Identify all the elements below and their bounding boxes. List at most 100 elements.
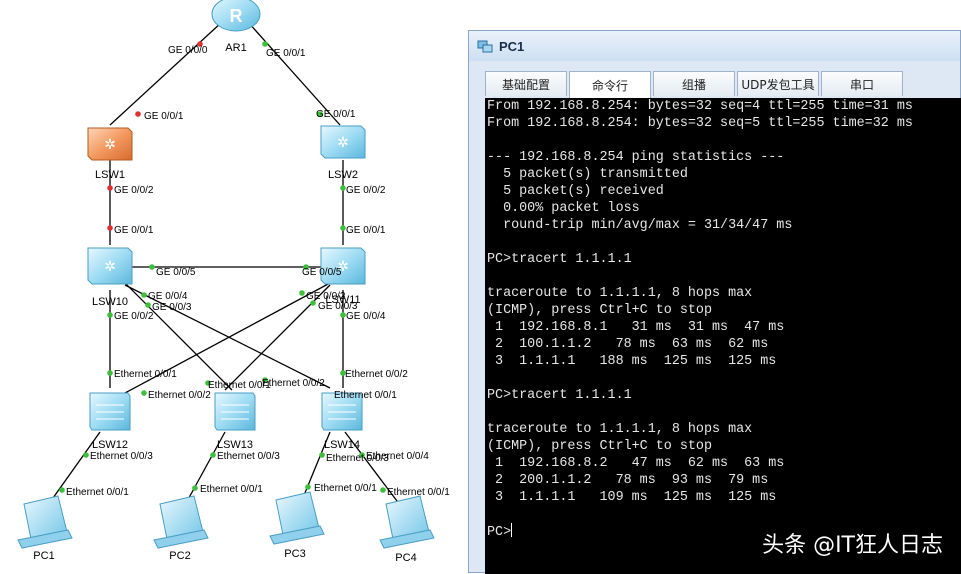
switch-label: LSW2 bbox=[328, 169, 358, 181]
terminal-line bbox=[485, 370, 961, 387]
port-labels: GE 0/0/0 GE 0/0/1 GE 0/0/1 GE 0/0/1 GE 0… bbox=[66, 45, 450, 498]
tab-serial[interactable]: 串口 bbox=[821, 71, 903, 96]
terminal-line bbox=[485, 268, 961, 285]
pc-label: PC1 bbox=[33, 550, 54, 562]
port-label: GE 0/0/3 bbox=[152, 302, 192, 313]
terminal-line: From 192.168.8.254: bytes=32 seq=4 ttl=2… bbox=[487, 99, 913, 114]
port-label: GE 0/0/4 bbox=[346, 311, 386, 322]
svg-text:✲: ✲ bbox=[104, 258, 116, 274]
switch-label: LSW1 bbox=[95, 169, 125, 181]
switch-label: LSW13 bbox=[217, 439, 253, 451]
port-label: Ethernet 0/0/3 bbox=[90, 451, 153, 462]
port-label: GE 0/0/2 bbox=[114, 311, 154, 322]
port-indicators bbox=[59, 41, 386, 493]
svg-text:✲: ✲ bbox=[337, 258, 349, 274]
terminal-line bbox=[485, 234, 961, 251]
terminal-line: (ICMP), press Ctrl+C to stop bbox=[487, 303, 712, 318]
terminal-line: 5 packet(s) received bbox=[487, 184, 664, 199]
window-title: PC1 bbox=[499, 38, 525, 54]
tab-basic-config[interactable]: 基础配置 bbox=[485, 71, 567, 96]
pc-pc4[interactable]: PC4 bbox=[379, 495, 435, 564]
switch-label: LSW12 bbox=[92, 439, 128, 451]
port-label: GE 0/0/1 bbox=[266, 48, 306, 59]
port-label: Ethernet 0/0/1 bbox=[208, 380, 271, 391]
pc-label: PC2 bbox=[169, 550, 190, 562]
pc-terminal-icon bbox=[477, 40, 493, 53]
port-label: GE 0/0/2 bbox=[346, 185, 386, 196]
switch-lsw2[interactable]: ✲ LSW2 bbox=[320, 125, 366, 181]
port-label: Ethernet 0/0/4 bbox=[366, 451, 429, 462]
window-titlebar[interactable]: PC1 bbox=[469, 31, 960, 61]
terminal-line: 2 100.1.1.2 78 ms 63 ms 62 ms bbox=[487, 337, 769, 352]
router-ar1[interactable]: R AR1 bbox=[211, 0, 261, 54]
terminal-line: 0.00% packet loss bbox=[487, 201, 640, 216]
pc-pc3[interactable]: PC3 bbox=[269, 491, 325, 560]
switch-lsw14[interactable]: LSW14 bbox=[321, 392, 363, 451]
terminal-line: 3 1.1.1.1 188 ms 125 ms 125 ms bbox=[487, 354, 777, 369]
terminal-cursor bbox=[511, 523, 513, 537]
port-label: Ethernet 0/0/1 bbox=[200, 484, 263, 495]
terminal-line bbox=[485, 506, 961, 523]
terminal-line: 5 packet(s) transmitted bbox=[487, 167, 688, 182]
pc-pc1[interactable]: PC1 bbox=[17, 495, 73, 562]
port-label: Ethernet 0/0/1 bbox=[387, 487, 450, 498]
switch-lsw13[interactable]: LSW13 bbox=[214, 392, 256, 451]
port-label: Ethernet 0/0/1 bbox=[334, 390, 397, 401]
port-label: GE 0/0/1 bbox=[346, 225, 386, 236]
terminal-line: 1 192.168.8.1 31 ms 31 ms 47 ms bbox=[487, 320, 785, 335]
terminal-line bbox=[485, 404, 961, 421]
port-label: Ethernet 0/0/1 bbox=[114, 369, 177, 380]
switch-lsw10[interactable]: ✲ LSW10 bbox=[87, 247, 133, 308]
terminal-line: (ICMP), press Ctrl+C to stop bbox=[487, 439, 712, 454]
switch-lsw1[interactable]: ✲ LSW1 bbox=[87, 127, 133, 181]
port-label: Ethernet 0/0/3 bbox=[217, 451, 280, 462]
tab-bar: 基础配置 命令行 组播 UDP发包工具 串口 bbox=[485, 71, 905, 98]
terminal-line: --- 192.168.8.254 ping statistics --- bbox=[487, 150, 785, 165]
port-label: Ethernet 0/0/2 bbox=[262, 378, 325, 389]
terminal-output[interactable]: From 192.168.8.254: bytes=32 seq=4 ttl=2… bbox=[485, 98, 961, 574]
tab-udp-tool[interactable]: UDP发包工具 bbox=[737, 71, 819, 96]
pc-label: PC3 bbox=[284, 548, 305, 560]
port-label: Ethernet 0/0/1 bbox=[314, 483, 377, 494]
port-label: GE 0/0/0 bbox=[168, 45, 208, 56]
port-label: GE 0/0/4 bbox=[148, 291, 188, 302]
port-label: Ethernet 0/0/1 bbox=[66, 487, 129, 498]
port-label: GE 0/0/1 bbox=[114, 225, 154, 236]
pc-label: PC4 bbox=[395, 552, 416, 564]
port-label: Ethernet 0/0/3 bbox=[326, 453, 389, 464]
terminal-line: 3 1.1.1.1 109 ms 125 ms 125 ms bbox=[487, 490, 777, 505]
port-label: GE 0/0/2 bbox=[306, 291, 346, 302]
port-label: GE 0/0/5 bbox=[302, 267, 342, 278]
switch-label: LSW10 bbox=[92, 296, 128, 308]
port-label: GE 0/0/3 bbox=[318, 301, 358, 312]
terminal-line: From 192.168.8.254: bytes=32 seq=5 ttl=2… bbox=[487, 116, 913, 131]
terminal-line: 1 192.168.8.2 47 ms 62 ms 63 ms bbox=[487, 456, 785, 471]
pc1-window: PC1 基础配置 命令行 组播 UDP发包工具 串口 From 192.168.… bbox=[468, 30, 961, 574]
tab-command-line[interactable]: 命令行 bbox=[569, 71, 651, 98]
tab-multicast[interactable]: 组播 bbox=[653, 71, 735, 96]
port-label: GE 0/0/5 bbox=[156, 267, 196, 278]
svg-text:✲: ✲ bbox=[337, 134, 349, 150]
switch-lsw11[interactable]: ✲ LSW11 bbox=[320, 247, 366, 306]
port-label: Ethernet 0/0/2 bbox=[148, 390, 211, 401]
switch-label: LSW11 bbox=[325, 294, 360, 306]
pc-pc2[interactable]: PC2 bbox=[153, 495, 209, 562]
port-label: GE 0/0/2 bbox=[114, 185, 154, 196]
port-label: GE 0/0/1 bbox=[316, 109, 356, 120]
terminal-line: traceroute to 1.1.1.1, 8 hops max bbox=[487, 286, 753, 301]
switch-lsw12[interactable]: LSW12 bbox=[89, 392, 131, 451]
network-topology: R AR1 ✲ LSW1 ✲ LSW2 ✲ LSW10 ✲ LSW11 LSW1… bbox=[17, 0, 450, 564]
terminal-line: PC> bbox=[487, 523, 513, 540]
svg-text:✲: ✲ bbox=[104, 136, 116, 152]
router-label: AR1 bbox=[225, 42, 246, 54]
terminal-line: PC>tracert 1.1.1.1 bbox=[487, 388, 632, 403]
terminal-line: PC>tracert 1.1.1.1 bbox=[487, 252, 632, 267]
terminal-line: traceroute to 1.1.1.1, 8 hops max bbox=[487, 422, 753, 437]
terminal-line: round-trip min/avg/max = 31/34/47 ms bbox=[487, 218, 793, 233]
terminal-line bbox=[485, 132, 961, 149]
svg-text:R: R bbox=[230, 6, 243, 26]
terminal-line: 2 200.1.1.2 78 ms 93 ms 79 ms bbox=[487, 473, 769, 488]
port-label: GE 0/0/1 bbox=[144, 111, 184, 122]
watermark: 头条 @IT狂人日志 bbox=[762, 533, 943, 558]
switch-label: LSW14 bbox=[324, 439, 360, 451]
